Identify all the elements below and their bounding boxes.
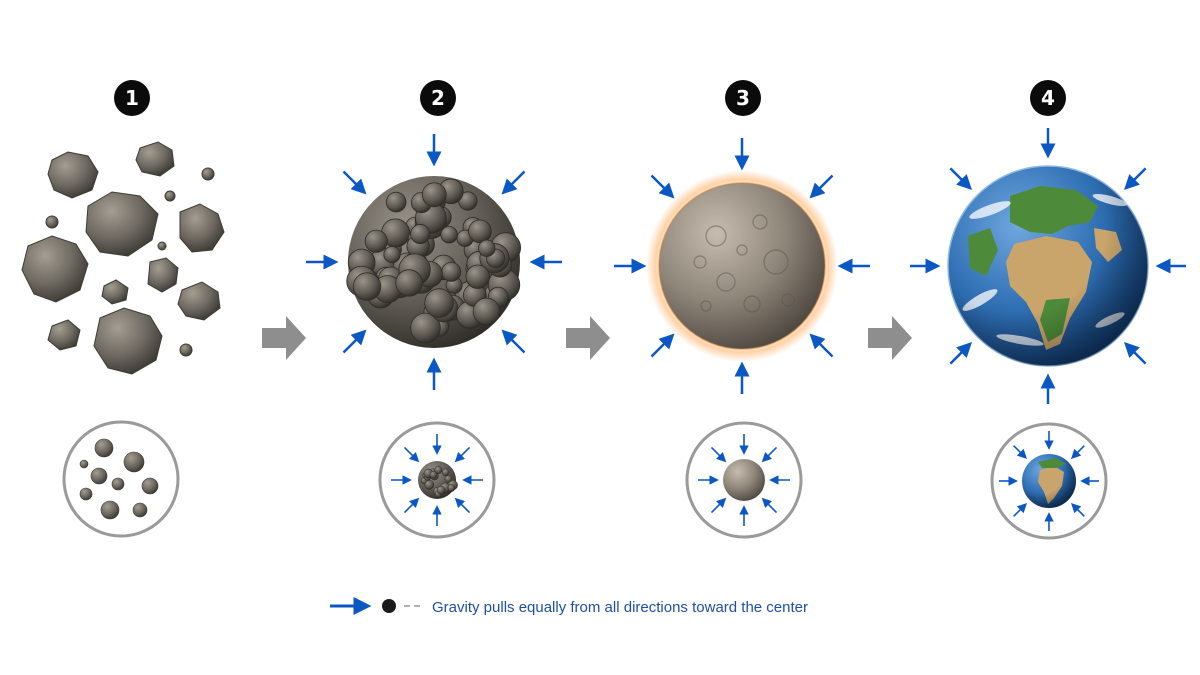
gravity-arrow-icon — [1071, 445, 1085, 459]
rock-bump — [441, 261, 462, 282]
rock-bump — [440, 226, 458, 244]
rock-bump — [352, 272, 382, 301]
gravity-arrow-icon — [1124, 167, 1147, 190]
gravity-arrow-icon — [501, 170, 526, 195]
earth-planet-illustration — [947, 165, 1149, 367]
step-arrow-icon — [262, 316, 306, 360]
clumped-rocks-illustration — [346, 176, 522, 348]
rock-bump — [421, 182, 447, 208]
gravity-arrow-icon — [809, 174, 834, 199]
inset-step-2 — [378, 421, 496, 539]
gravity-arrow-icon — [650, 333, 675, 358]
gravity-arrow-icon — [403, 446, 420, 463]
rock-bump — [424, 480, 435, 490]
gravity-arrow-icon — [454, 497, 471, 514]
gravity-arrow-icon — [342, 170, 367, 195]
legend-text: Gravity pulls equally from all direction… — [432, 599, 808, 616]
rock-bump — [441, 468, 450, 476]
rock-bump — [429, 471, 438, 479]
gravity-arrow-icon — [761, 497, 778, 514]
step-badge-4: 4 — [1030, 80, 1066, 116]
legend: Gravity pulls equally from all direction… — [330, 597, 808, 616]
gravity-arrow-icon — [761, 446, 778, 463]
gravity-arrow-icon — [403, 497, 420, 514]
gravity-arrow-icon — [1071, 503, 1085, 517]
gravity-arrow-icon — [342, 329, 367, 354]
gravity-arrow-icon — [710, 446, 727, 463]
rock-bump — [410, 224, 431, 245]
step-arrow-icon — [566, 316, 610, 360]
rock-bump — [468, 219, 492, 244]
step-number-4: 4 — [1041, 86, 1055, 110]
step-badges: 1 2 3 4 — [114, 80, 1066, 116]
rock-bump — [447, 484, 456, 492]
gravity-arrow-icon — [454, 446, 471, 463]
rock-bump — [364, 229, 388, 253]
step-arrow-icon — [868, 316, 912, 360]
gravity-arrow-icon — [809, 333, 834, 358]
inset-step-3 — [685, 421, 803, 539]
step-badge-1: 1 — [114, 80, 150, 116]
gravity-arrows-step-4 — [910, 128, 1186, 404]
gravity-arrow-icon — [1124, 342, 1147, 365]
rock-bump — [444, 475, 453, 483]
dot-icon — [382, 599, 396, 613]
rock-bump — [436, 485, 446, 495]
gravity-arrow-icon — [949, 342, 972, 365]
step-number-3: 3 — [736, 86, 750, 110]
rock-bump — [434, 466, 443, 474]
gravity-arrows-step-3 — [614, 138, 870, 394]
step-badge-2: 2 — [420, 80, 456, 116]
gravity-arrow-icon — [949, 167, 972, 190]
rock-bump — [472, 297, 501, 326]
rock-bump — [424, 288, 454, 318]
rocky-sphere-illustration — [646, 170, 838, 362]
gravity-arrow-icon — [710, 497, 727, 514]
gravity-arrow-icon — [650, 174, 675, 199]
step-badge-3: 3 — [725, 80, 761, 116]
rock-bump — [395, 269, 423, 297]
gravity-arrows-step-2 — [306, 134, 562, 390]
inset-step-1 — [62, 420, 180, 538]
gravity-arrow-icon — [501, 329, 526, 354]
rock-bump — [385, 191, 407, 213]
inset-step-4 — [990, 422, 1108, 540]
rock-bump — [478, 239, 496, 257]
gravity-arrow-icon — [1013, 445, 1027, 459]
rock-bump — [410, 312, 441, 344]
scattered-rocks-illustration — [21, 141, 225, 375]
rock-bump — [383, 246, 401, 264]
rock-bump — [465, 264, 490, 289]
step-number-1: 1 — [125, 86, 139, 110]
step-number-2: 2 — [431, 86, 445, 110]
step-arrows — [262, 316, 912, 360]
gravity-arrow-icon — [1013, 503, 1027, 517]
